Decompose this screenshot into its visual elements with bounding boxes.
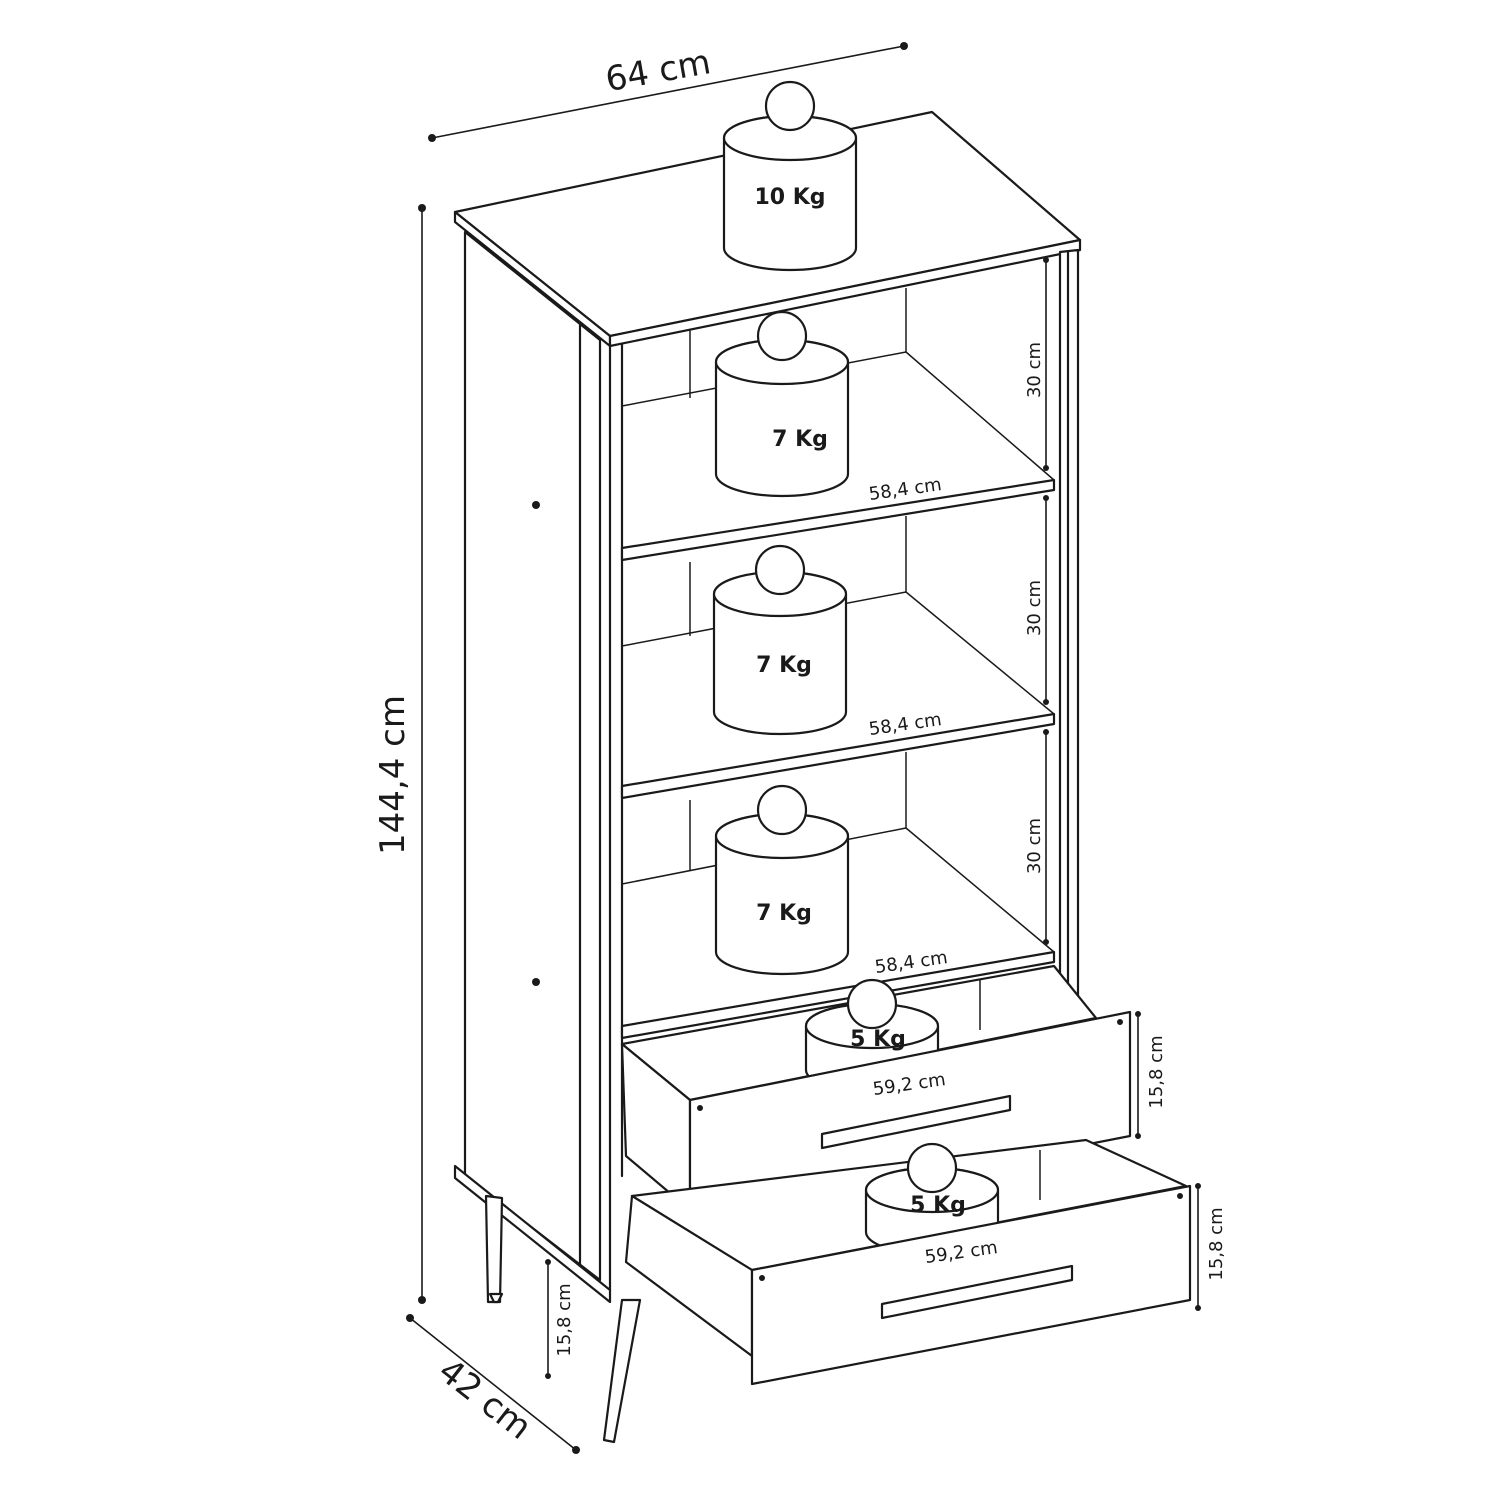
drawer-1-weight-label: 5 Kg <box>850 1027 906 1052</box>
drawer-2-weight-label: 5 Kg <box>910 1193 966 1218</box>
shelf-2-height-label: 30 cm <box>1024 580 1045 636</box>
shelf-height-dimensions: 30 cm 30 cm 30 cm <box>1024 257 1049 945</box>
shelf-3-weight-label: 7 Kg <box>756 901 812 926</box>
width-label: 64 cm <box>602 42 713 100</box>
drawer-1[interactable]: 5 Kg 59,2 cm <box>620 964 1132 1224</box>
drawer-1-handle[interactable] <box>820 1094 1012 1150</box>
top-weight: 10 Kg <box>722 80 858 272</box>
drawer-1-height-label: 15,8 cm <box>1146 1035 1167 1108</box>
shelf-1-weight-label: 7 Kg <box>772 427 828 452</box>
leg-height-dimension: 15,8 cm <box>545 1259 575 1379</box>
shelf-1 <box>620 351 1056 562</box>
top-weight-label: 10 Kg <box>754 185 825 210</box>
shelf-1-height-label: 30 cm <box>1024 342 1045 398</box>
height-label: 144,4 cm <box>373 695 413 855</box>
shelf-3-weight: 7 Kg <box>714 784 850 976</box>
shelf-3-height-label: 30 cm <box>1024 818 1045 874</box>
drawer-2[interactable]: 5 Kg 59,2 cm <box>624 1138 1192 1386</box>
height-dimension: 144,4 cm <box>373 204 426 1304</box>
drawer-1-height-dimension: 15,8 cm <box>1135 1011 1167 1139</box>
drawer-2-height-label: 15,8 cm <box>1206 1207 1227 1280</box>
shelf-1-weight: 7 Kg <box>714 310 850 498</box>
shelf-2-weight: 7 Kg <box>712 544 848 736</box>
drawer-2-height-dimension: 15,8 cm <box>1195 1183 1227 1311</box>
leg-height-label: 15,8 cm <box>554 1283 575 1356</box>
shelf-2-weight-label: 7 Kg <box>756 653 812 678</box>
depth-label: 42 cm <box>431 1351 539 1448</box>
drawer-2-handle[interactable] <box>880 1264 1074 1320</box>
